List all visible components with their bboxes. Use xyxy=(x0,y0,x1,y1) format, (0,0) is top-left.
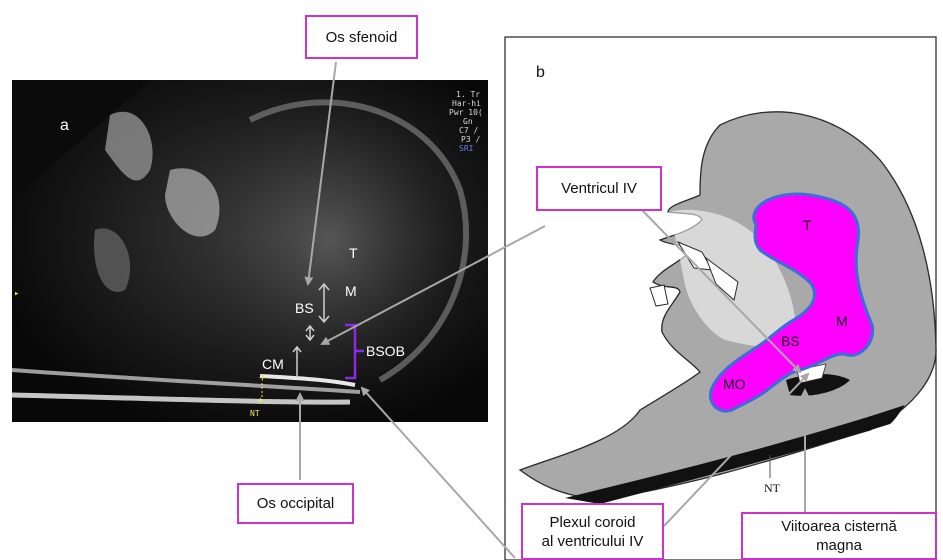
callout-os-occipital-text: Os occipital xyxy=(257,494,335,513)
panel-a-label-t: T xyxy=(349,245,358,261)
scanner-line-4: Gn xyxy=(463,117,473,126)
caliper-plus-2: + xyxy=(257,394,264,407)
panel-b-label-mo: MO xyxy=(723,376,746,392)
caliper-plus-1: + xyxy=(259,371,266,384)
scanner-line-7: SRI xyxy=(459,144,474,153)
panel-a-letter: a xyxy=(60,117,69,134)
scanner-line-5: C7 / xyxy=(459,126,478,135)
scanner-line-2: Har-hi xyxy=(452,99,481,108)
scanner-line-3: Pwr 10( xyxy=(449,108,483,117)
scanner-line-6: P3 / xyxy=(461,135,480,144)
panel-a-label-nt: NT xyxy=(250,409,260,418)
callout-os-sfenoid: Os sfenoid xyxy=(305,15,418,59)
panel-b-label-m: M xyxy=(836,313,848,329)
panel-b-label-nt: NT xyxy=(764,481,781,495)
fetal-head-echo xyxy=(190,90,470,390)
callout-ventricul-iv: Ventricul IV xyxy=(536,166,662,211)
callout-plexul-line2: al ventricului IV xyxy=(542,532,644,551)
callout-cisterna-line2: magna xyxy=(816,536,862,555)
panel-a-label-bs: BS xyxy=(295,300,314,316)
callout-viitoarea-cisterna: Viitoarea cisternă magna xyxy=(741,512,937,560)
panel-b-letter: b xyxy=(536,64,545,81)
callout-plexul-coroid: Plexul coroid al ventricului IV xyxy=(521,503,664,560)
callout-ventricul-iv-text: Ventricul IV xyxy=(561,179,637,198)
panel-b-schematic: b T M BS MO NT xyxy=(505,37,936,560)
panel-b-label-bs: BS xyxy=(781,333,800,349)
callout-plexul-line1: Plexul coroid xyxy=(550,513,636,532)
scanner-line-1: 1. Tr xyxy=(456,90,480,99)
callout-os-sfenoid-text: Os sfenoid xyxy=(326,28,398,47)
panel-a-label-bsob: BSOB xyxy=(366,343,405,359)
panel-a-label-cm: CM xyxy=(262,356,284,372)
edge-marker: ▸ xyxy=(14,289,19,299)
callout-cisterna-line1: Viitoarea cisternă xyxy=(781,517,897,536)
callout-os-occipital: Os occipital xyxy=(237,483,354,524)
panel-a-label-m: M xyxy=(345,283,357,299)
panel-b-label-t: T xyxy=(803,217,812,233)
panel-a-ultrasound: a 1. Tr Har-hi Pwr 10( Gn C7 / P3 / SRI … xyxy=(12,80,488,422)
